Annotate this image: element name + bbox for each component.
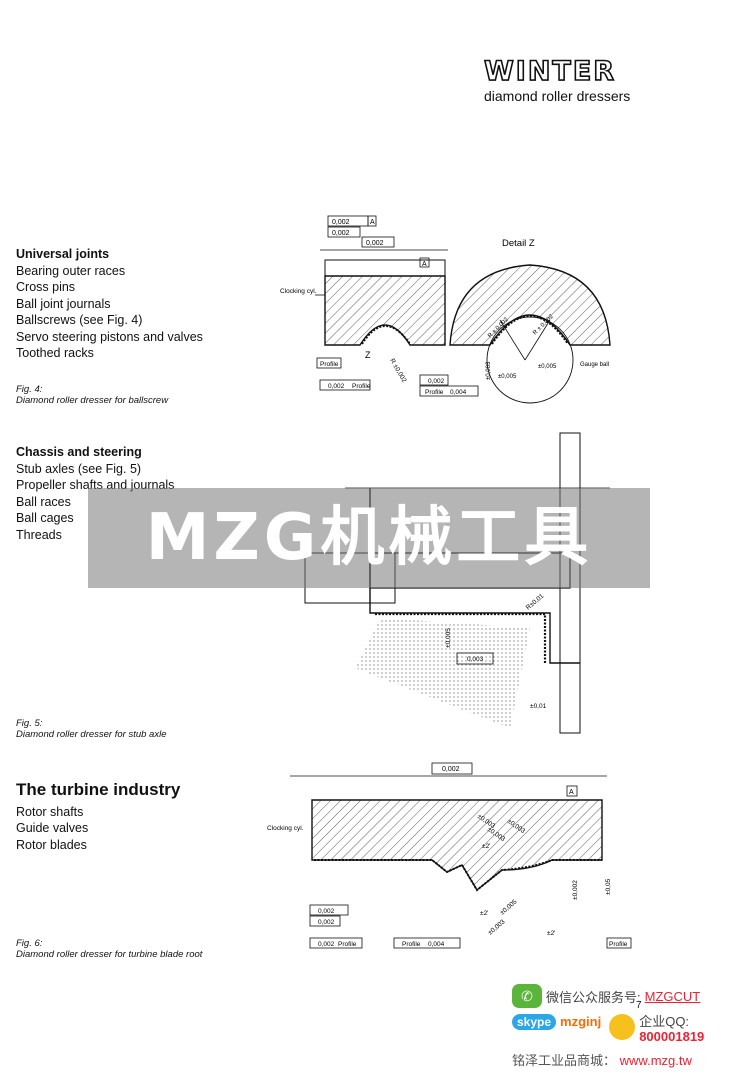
radius-label: R ±0,002 (388, 358, 407, 385)
section-turbine-industry: The turbine industry Rotor shafts Guide … (16, 780, 180, 853)
list-item: Ball races (16, 494, 71, 509)
figure-label: Fig. 4: (16, 384, 43, 395)
detail-dim-h2: ±0,005 (538, 364, 557, 370)
detail-z-title: Detail Z (502, 238, 535, 249)
watermark-banner: MZG机械工具 (88, 488, 650, 588)
figure-label: Fig. 5: (16, 718, 43, 729)
shop-url-link[interactable]: www.mzg.tw (619, 1053, 692, 1068)
list-item: Cross pins (16, 280, 76, 295)
figure-6-diagram: 0,002 A Clocking cyl. ±0,003 ±0,003 ±0,0… (267, 762, 632, 949)
list-item: Stub axles (see Fig. 5) (16, 462, 142, 476)
figure-caption-5: Fig. 5: Diamond roller dresser for stub … (16, 718, 166, 740)
profile-tol: 0,002 (328, 383, 345, 390)
runout-tol: 0,002 (318, 908, 335, 915)
profile-label: Profile (338, 941, 357, 948)
flat-tol: 0,002 (318, 919, 335, 926)
wechat-id-link[interactable]: MZGCUT (644, 988, 701, 1004)
list-item: Rotor blades (16, 837, 87, 852)
section-title: The turbine industry (16, 780, 181, 799)
section-list: Stub axles (see Fig. 5) Propeller shafts… (16, 461, 174, 543)
z-mark: Z (365, 350, 371, 360)
parallel-tol: 0,002 (442, 766, 460, 773)
profile-label-2: Profile (352, 383, 371, 390)
figure-label: Fig. 6: (16, 938, 43, 949)
profile-label: Profile (320, 361, 339, 368)
section-list: Bearing outer races Cross pins Ball join… (16, 263, 203, 361)
dim-v2: ±0,05 (605, 878, 612, 895)
qq-number: 800001819 (639, 1029, 705, 1044)
page-number: 7 (636, 1000, 642, 1011)
profile-label-right: Profile (609, 941, 628, 948)
detail-dim-v: ±0,003 (486, 361, 492, 380)
list-item: Ball cages (16, 511, 74, 526)
figure-caption: Diamond roller dresser for ballscrew (16, 395, 169, 406)
angle-2: ±2' (480, 910, 488, 917)
footer-contacts: ✆ 微信公众服务号: MZGCUT skype mzginj 企业QQ: 800… (512, 984, 740, 1069)
list-item: Ball joint journals (16, 296, 111, 311)
tol-flat: 0,002 (332, 230, 350, 237)
round-tol: 0,002 (428, 378, 445, 385)
section-universal-joints: Universal joints Bearing outer races Cro… (16, 247, 203, 361)
figure-caption-4: Fig. 4: Diamond roller dresser for balls… (16, 384, 168, 406)
list-item: Servo steering pistons and valves (16, 329, 203, 344)
qq-icon (609, 1014, 636, 1040)
section-list: Rotor shafts Guide valves Rotor blades (16, 804, 180, 853)
dim-v1: ±0,002 (572, 880, 579, 900)
figure-caption: Diamond roller dresser for turbine blade… (16, 949, 203, 960)
figure-caption-6: Fig. 6: Diamond roller dresser for turbi… (16, 938, 202, 960)
clocking-label: Clocking cyl. (280, 288, 317, 295)
brand-block: WINTER diamond roller dressers (483, 56, 644, 104)
gauge-ball-label: Gauge ball (580, 362, 609, 368)
figure-caption: Diamond roller dresser for stub axle (16, 729, 167, 740)
dim-t5: ±0,003 (487, 918, 507, 936)
tolerance-box: 0,003 (467, 656, 484, 663)
datum-box: A (569, 789, 574, 796)
detail-dim-h1: ±0,005 (498, 374, 517, 380)
tol-runout: 0,002 (332, 219, 350, 226)
profile-tol-2: 0,004 (450, 389, 467, 396)
profile-tol: 0,004 (428, 941, 445, 948)
list-item: Ballscrews (see Fig. 4) (16, 313, 143, 328)
brand-logo: WINTER (483, 56, 617, 87)
list-item: Toothed racks (16, 346, 94, 361)
dim-vertical: ±0,005 (445, 628, 452, 648)
skype-id: mzginj (560, 1014, 602, 1029)
wechat-label: 微信公众服务号: (546, 989, 641, 1005)
section-title: Universal joints (16, 247, 110, 261)
tol-datum: A (370, 219, 375, 226)
list-item: Threads (16, 527, 62, 542)
datum-a-box: A (422, 261, 427, 268)
list-item: Bearing outer races (16, 264, 126, 278)
radius-label: R±0,01 (525, 592, 546, 611)
dim-horizontal: ±0,01 (530, 703, 547, 710)
dim-t4: ±0,005 (499, 898, 519, 916)
qq-label: 企业QQ: (639, 1014, 690, 1029)
skype-icon: skype (512, 1014, 557, 1030)
figure-4-diagram: 0,002 A 0,002 0,002 A Clocking cyl. Prof… (280, 215, 611, 404)
profile-label-2: Profile (402, 941, 421, 948)
shop-label: 铭泽工业品商城： (512, 1053, 617, 1068)
profile-label-3: Profile (425, 389, 444, 396)
brand-tagline: diamond roller dressers (484, 88, 631, 104)
runout-tol-2: 0,002 (318, 941, 335, 948)
section-chassis-steering: Chassis and steering Stub axles (see Fig… (16, 445, 174, 543)
angle-1: ±2' (482, 843, 490, 850)
list-item: Rotor shafts (16, 805, 84, 819)
angle-3: ±2' (547, 930, 555, 937)
wechat-icon: ✆ (512, 984, 542, 1008)
list-item: Guide valves (16, 821, 89, 836)
section-title: Chassis and steering (16, 445, 142, 459)
clocking-label: Clocking cyl. (267, 825, 304, 832)
tol-parallel: 0,002 (366, 240, 384, 247)
